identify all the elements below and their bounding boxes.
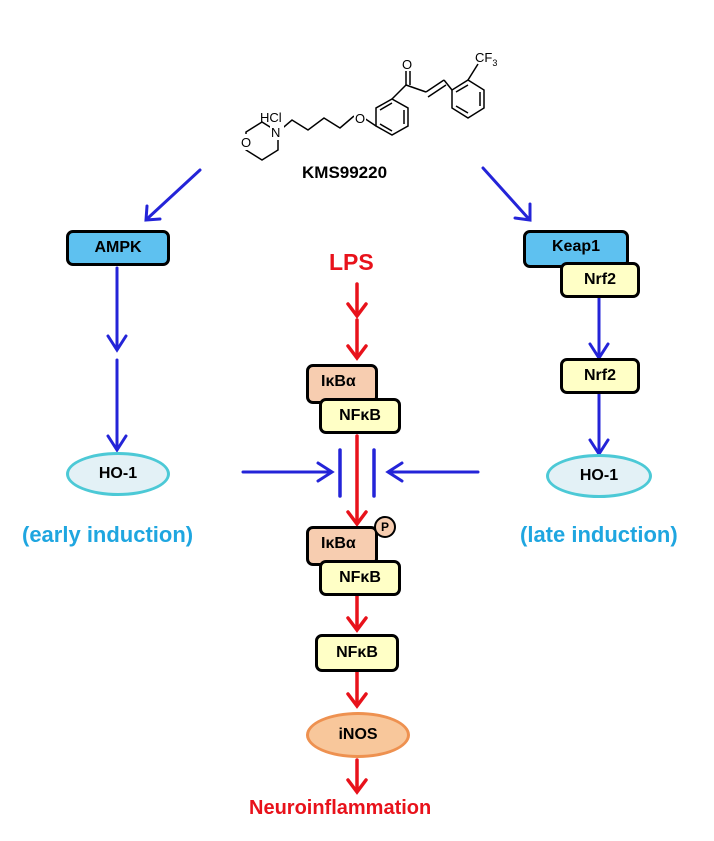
propyl-chain	[277, 115, 355, 133]
benzene-ring-left	[375, 98, 409, 136]
ampk-box: AMPK	[66, 230, 170, 266]
nfkb-box-3: NFκB	[315, 634, 399, 672]
chemical-structure	[245, 63, 485, 161]
arrowhead-keap1	[513, 202, 532, 222]
nfkb-box-2: NFκB	[319, 560, 401, 596]
phosphate-badge: P	[374, 516, 396, 538]
late-induction-label: (late induction)	[520, 522, 678, 547]
blue-arrows	[106, 166, 610, 498]
inos-oval: iNOS	[306, 712, 410, 758]
neuroinflammation-label: Neuroinflammation	[249, 797, 432, 819]
arrow-compound-to-keap1	[481, 166, 530, 220]
ether-oxygen-label: O	[355, 111, 365, 126]
nitrogen-atom-label: N	[271, 125, 280, 140]
ikba-box-2: IκBα	[306, 526, 378, 566]
ikba-box-1: IκBα	[306, 364, 378, 404]
red-arrows	[346, 282, 368, 795]
arrow-compound-to-ampk	[146, 168, 202, 220]
lps-label: LPS	[329, 249, 374, 275]
nrf2-bound-box: Nrf2	[560, 262, 640, 298]
carbonyl-oxygen-label: O	[402, 57, 412, 72]
hcl-label: HCl	[260, 110, 282, 125]
compound-name: KMS99220	[302, 163, 388, 182]
nrf2-free-box: Nrf2	[560, 358, 640, 394]
ho1-left-oval: HO-1	[66, 452, 170, 496]
nfkb-box-1: NFκB	[319, 398, 401, 434]
arrowhead-ampk	[144, 204, 162, 222]
early-induction-label: (early induction)	[22, 522, 194, 547]
morpholine-oxygen-label: O	[241, 135, 251, 150]
cf3-label: CF3	[475, 50, 497, 68]
chemical-atom-labels: N O O O HCl CF3	[240, 50, 497, 150]
ho1-right-oval: HO-1	[546, 454, 652, 498]
